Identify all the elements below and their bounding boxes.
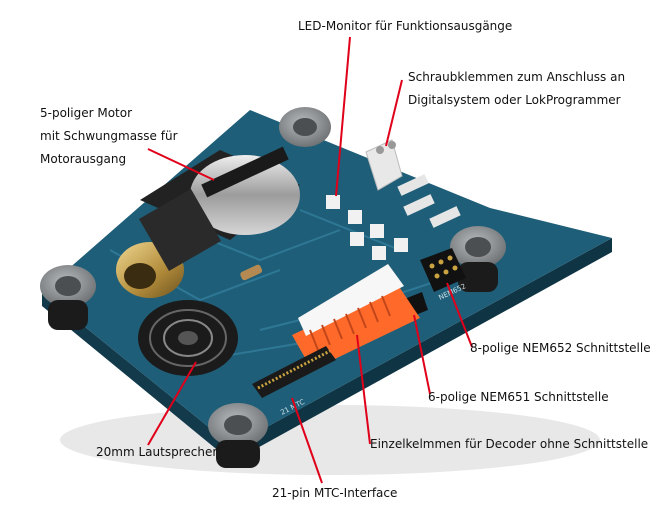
spacer-left [40, 265, 96, 330]
label-nem651-text: 6-polige NEM651 Schnittstelle [428, 390, 609, 404]
spacer-right [450, 226, 506, 292]
label-screw-terminals-line2: Digitalsystem oder LokProgrammer [408, 93, 621, 107]
label-led-monitor: LED-Monitor für Funktionsausgänge [298, 15, 512, 38]
label-screw-terminals-line1: Schraubklemmen zum Anschluss an [408, 70, 626, 84]
pointer-nem652 [446, 282, 473, 348]
pcb-side [42, 292, 232, 462]
led-monitor [326, 174, 461, 260]
pointer-terminals [385, 79, 403, 147]
label-motor-line2: mit Schwungmasse für [40, 129, 178, 143]
pointer-mtc [291, 397, 323, 484]
label-screw-terminals: Schraubklemmen zum Anschluss an Digitals… [408, 66, 625, 112]
spacer-bottom [208, 403, 268, 468]
pointer-speaker [147, 361, 197, 446]
motor [116, 146, 300, 298]
label-single-terminals: Einzelkelmmen für Decoder ohne Schnittst… [370, 433, 648, 456]
pointer-nem651 [413, 314, 431, 395]
label-motor: 5-poliger Motor mit Schwungmasse für Mot… [40, 102, 178, 171]
speaker [138, 300, 238, 376]
resistor [240, 264, 263, 281]
label-led-monitor-text: LED-Monitor für Funktionsausgänge [298, 19, 513, 33]
spacer-top-left [279, 107, 331, 147]
screw-terminal [365, 139, 403, 191]
pointer-motor [147, 148, 215, 181]
label-speaker: 20mm Lautsprecher [96, 441, 217, 464]
pointer-led [335, 36, 351, 197]
pointer-single-terminals [356, 334, 371, 445]
label-single-terminals-text: Einzelkelmmen für Decoder ohne Schnittst… [370, 437, 649, 451]
label-mtc: 21-pin MTC-Interface [272, 482, 397, 505]
pointer-lines [147, 36, 473, 484]
motor-housing [190, 155, 300, 235]
label-mtc-text: 21-pin MTC-Interface [272, 486, 398, 500]
label-motor-line1: 5-poliger Motor [40, 106, 133, 120]
label-nem651: 6-polige NEM651 Schnittstelle [428, 386, 609, 409]
label-speaker-text: 20mm Lautsprecher [96, 445, 218, 459]
label-nem652: 8-polige NEM652 Schnittstelle [470, 337, 651, 360]
label-motor-line3: Motorausgang [40, 152, 127, 166]
pcb-traces [109, 209, 471, 361]
label-nem652-text: 8-polige NEM652 Schnittstelle [470, 341, 651, 355]
